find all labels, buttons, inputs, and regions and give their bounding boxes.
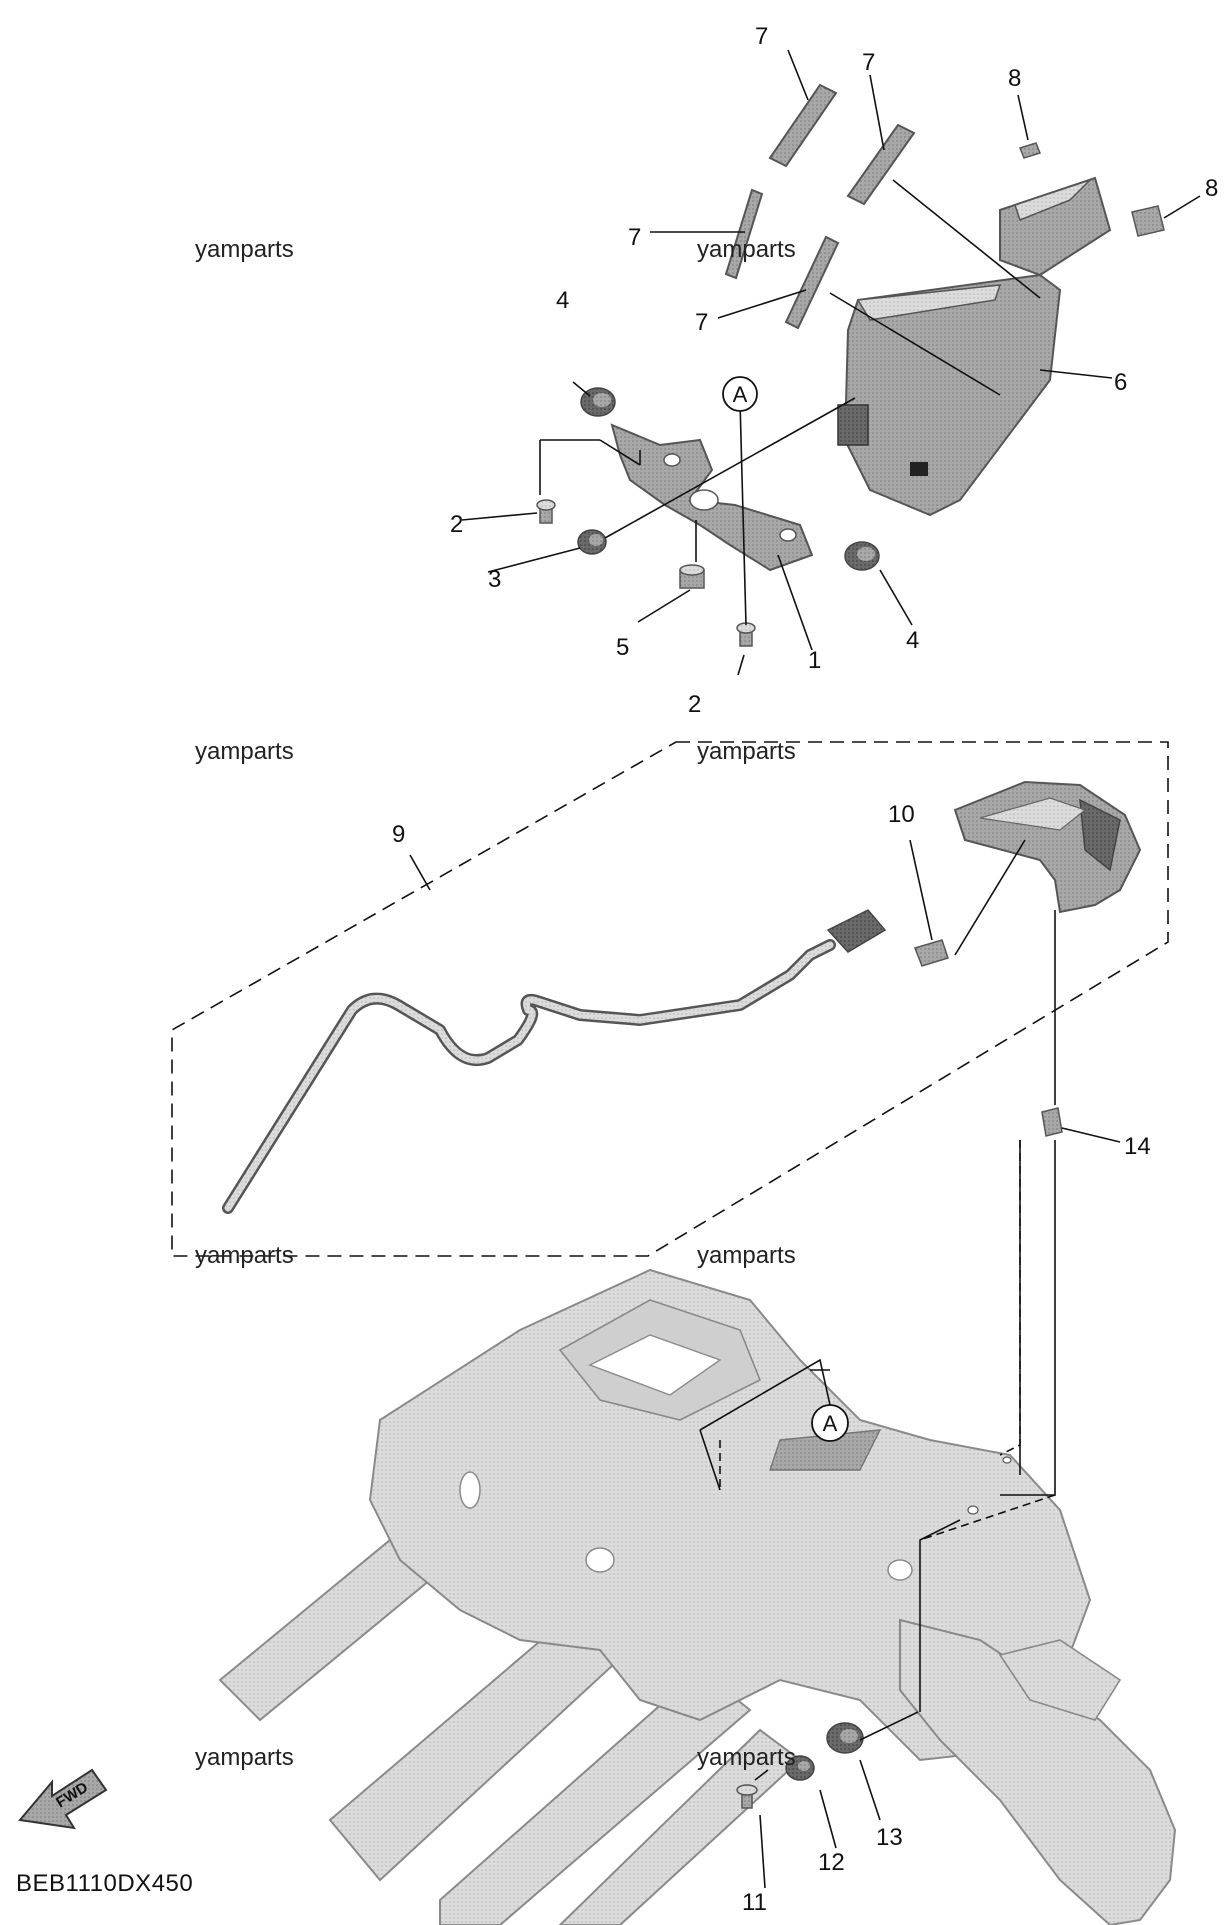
callout-4: 4 — [556, 287, 569, 314]
part-11-screw[interactable] — [736, 1784, 758, 1809]
ref-marker-a-lower-label: A — [823, 1411, 838, 1436]
part-6-control-unit[interactable] — [837, 176, 1112, 517]
ref-marker-a-upper-label: A — [733, 382, 748, 407]
callout-6: 6 — [1114, 369, 1127, 396]
fwd-arrow-icon: FWD — [18, 1768, 108, 1830]
callout-8: 8 — [1205, 175, 1218, 202]
part-2-bolt-lower[interactable] — [736, 622, 756, 647]
callout-13: 13 — [876, 1824, 903, 1851]
part-9-wire-harness[interactable] — [222, 909, 887, 1214]
ref-marker-a-lower: A — [811, 1404, 849, 1442]
part-13-grommet[interactable] — [826, 1722, 864, 1754]
watermark: yamparts — [697, 1744, 796, 1771]
part-10-bulb[interactable] — [914, 939, 949, 967]
leader-lines-middle — [409, 839, 1121, 1143]
part-14-nut[interactable] — [1041, 1107, 1063, 1137]
callout-7: 7 — [695, 309, 708, 336]
callout-1: 1 — [808, 647, 821, 674]
part-8-clip-top[interactable] — [1019, 142, 1041, 159]
leader-lines-dashed — [719, 1140, 1056, 1541]
part-9-license-lamp[interactable] — [953, 780, 1142, 914]
part-3-grommet[interactable] — [577, 529, 607, 555]
watermark: yamparts — [697, 738, 796, 765]
callout-9: 9 — [392, 821, 405, 848]
part-8-clip-right[interactable] — [1131, 205, 1165, 237]
part-1-bracket[interactable] — [610, 423, 814, 572]
part-7-pad-left[interactable] — [724, 188, 764, 280]
watermark: yamparts — [195, 236, 294, 263]
callout-11: 11 — [742, 1889, 767, 1916]
part-7-pad-right[interactable] — [846, 123, 916, 206]
part-12-washer[interactable] — [785, 1755, 815, 1781]
callout-4: 4 — [906, 627, 919, 654]
callout-10: 10 — [888, 801, 915, 828]
callout-12: 12 — [818, 1849, 845, 1876]
watermark: yamparts — [697, 236, 796, 263]
group-9-dashed-boundary — [171, 741, 1169, 1257]
ref-marker-a-upper: A — [722, 376, 758, 412]
callout-3: 3 — [488, 566, 501, 593]
watermark: yamparts — [697, 1242, 796, 1269]
callout-7: 7 — [628, 224, 641, 251]
callout-7: 7 — [755, 23, 768, 50]
diagram-code: BEB1110DX450 — [16, 1870, 194, 1897]
watermark: yamparts — [195, 1744, 294, 1771]
callout-5: 5 — [616, 634, 629, 661]
rear-frame — [218, 1268, 1177, 1925]
callout-2: 2 — [450, 511, 463, 538]
watermark: yamparts — [195, 1242, 294, 1269]
callout-2: 2 — [688, 691, 701, 718]
part-2-bolt-left[interactable] — [536, 499, 556, 524]
callout-8: 8 — [1008, 65, 1021, 92]
callout-7: 7 — [862, 49, 875, 76]
callout-14: 14 — [1124, 1133, 1151, 1160]
part-5-collar[interactable] — [679, 564, 705, 589]
part-4-grommet-right[interactable] — [844, 541, 880, 571]
part-7-pad-lower[interactable] — [784, 235, 840, 330]
part-7-pad-top[interactable] — [768, 83, 838, 168]
leader-lines-upper — [461, 49, 1201, 676]
callout-numbers: 7 7 7 7 8 8 6 4 4 2 2 3 5 1 9 10 14 11 1… — [392, 23, 1218, 1916]
watermark: yamparts — [195, 738, 294, 765]
